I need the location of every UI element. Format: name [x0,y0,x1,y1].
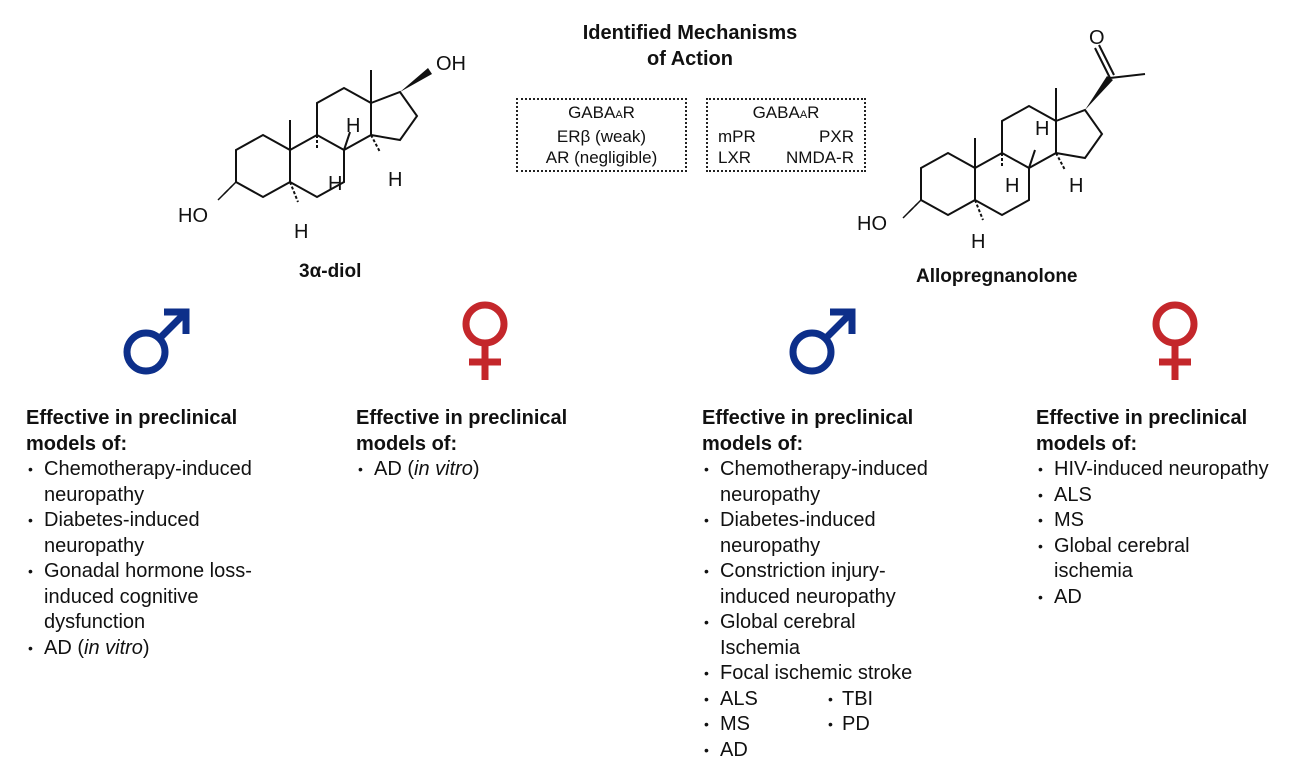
mechanism-lxr: LXR [718,148,752,167]
label-h: H [346,115,360,137]
column-heading: Effective in preclinical models of: [26,407,238,455]
label-h: H [971,231,985,253]
list-item: Focal ischemic stroke [702,661,992,687]
label-h: H [388,169,402,191]
effects-3a-diol-female: Effective in preclinical models of: AD (… [356,406,646,483]
list-item: AD (in vitro) [26,636,316,662]
label-3-ho: HO [857,213,887,235]
label-17-oh: OH [436,53,466,75]
mechanism-box-3a-diol: GABAAR ERβ (weak) AR (negligible) [516,98,687,172]
effects-allopregnanolone-female: Effective in preclinical models of: HIV-… [1036,406,1298,610]
list-item: Constriction injury-induced neuropathy [702,559,992,610]
mechanism-erb: ERβ (weak) [556,127,647,146]
column-heading: Effective in preclinical models of: [356,407,568,455]
mechanism-ar: AR (negligible) [545,148,658,167]
label-h: H [294,221,308,243]
mechanism-nmda-r: NMDA-R [786,148,854,167]
hashed-bond [902,199,922,219]
compound-name-allopregnanolone: Allopregnanolone [916,266,1078,287]
label-h: H [1005,175,1019,197]
mechanism-box-allopregnanolone: GABAAR mPR PXR LXR NMDA-R [706,98,866,172]
structure-3a-diol: OH HO H H H H [178,53,466,243]
structure-allopregnanolone: O HO H H H H [857,27,1146,253]
list-item: AD [702,738,992,764]
column-heading: Effective in preclinical models of: [702,407,914,455]
female-symbol-icon [462,301,508,380]
label-3-ho: HO [178,205,208,227]
list-item: HIV-induced neuropathy [1036,457,1298,483]
male-symbol-icon [123,308,190,375]
mechanisms-title: Identified Mechanisms of Action [582,22,798,70]
compound-name-3a-diol: 3α-diol [299,261,362,282]
mechanism-gabaa: GABAAR [568,103,635,122]
list-item: ALS [1036,483,1298,509]
male-symbol-icon [789,308,856,375]
effects-allopregnanolone-male: Effective in preclinical models of: Chem… [702,406,992,763]
label-h: H [1069,175,1083,197]
female-symbol-icon [1152,301,1198,380]
list-item: MS [1036,508,1298,534]
label-h: H [328,173,342,195]
list-item: AD [1036,585,1298,611]
mechanism-gabaa: GABAAR [752,103,820,122]
list-item: Gonadal hormone loss-induced cognitivedy… [26,559,316,636]
list-item: MSPD [702,712,992,738]
list-item: AD (in vitro) [356,457,646,483]
list-item: ALSTBI [702,687,992,713]
mechanism-pxr: PXR [819,127,854,146]
label-h: H [1035,118,1049,140]
effects-3a-diol-male: Effective in preclinical models of: Chem… [26,406,316,661]
hashed-bond [217,181,237,201]
column-heading: Effective in preclinical models of: [1036,407,1248,455]
mechanism-mpr: mPR [718,127,756,146]
label-ketone-o: O [1089,27,1105,49]
